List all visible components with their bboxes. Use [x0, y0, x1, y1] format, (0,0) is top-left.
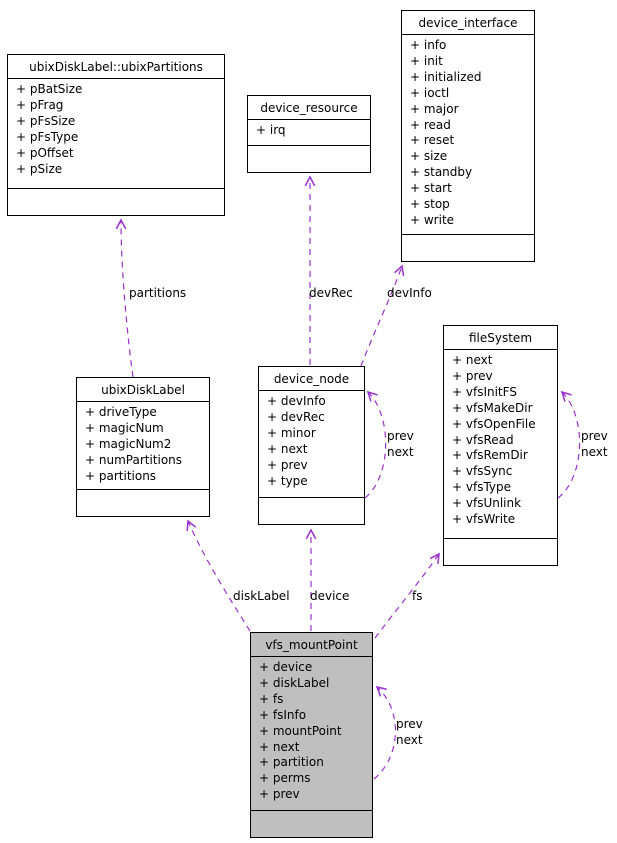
class-title: ubixDiskLabel::ubixPartitions [8, 55, 224, 79]
edge-vfs-mountpoint-self [373, 685, 396, 780]
class-node-filesystem[interactable]: fileSystem + next+ prev+ vfsInitFS+ vfsM… [443, 325, 558, 566]
class-field: + mountPoint [259, 723, 342, 738]
class-field: + ioctl [410, 85, 450, 100]
class-field: + major [410, 101, 459, 116]
class-node-ubixdisklabel[interactable]: ubixDiskLabel + driveType+ magicNum+ mag… [76, 377, 210, 517]
edge-label-vfs-mountpoint-prev-next: prev next [396, 716, 423, 748]
class-field: + size [410, 149, 448, 164]
class-field: + vfsType [452, 480, 512, 495]
class-field: + vfsRemDir [452, 448, 528, 463]
edge-label-partitions: partitions [129, 286, 187, 300]
edge-label-device-node-prev-next: prev next [387, 428, 414, 460]
class-field: + pSize [16, 161, 63, 176]
class-field: + fs [259, 691, 284, 706]
class-field: + device [259, 660, 313, 674]
class-field: + magicNum [85, 420, 164, 435]
class-fields: + device+ diskLabel+ fs+ fsInfo+ mountPo… [251, 657, 372, 811]
class-field: + pFsSize [16, 113, 76, 128]
class-field: + init [410, 53, 443, 68]
class-field: + pBatSize [16, 82, 83, 96]
class-node-device-node[interactable]: device_node + devInfo+ devRec+ minor+ ne… [258, 366, 365, 525]
edge-devinfo [360, 264, 405, 367]
class-field: + prev [267, 457, 308, 472]
edge-filesystem-self [557, 390, 581, 499]
edge-device-node-self [364, 390, 387, 499]
class-field: + diskLabel [259, 675, 330, 690]
edge-label-prev: prev [581, 429, 608, 443]
edge-label-next: next [396, 733, 423, 747]
edge-label-devrec: devRec [309, 286, 353, 300]
class-field: + write [410, 212, 455, 227]
class-field: + read [410, 117, 451, 132]
class-field: + driveType [85, 405, 157, 419]
class-title: device_interface [402, 11, 534, 35]
class-field: + pFrag [16, 97, 64, 112]
class-fields: + info+ init+ initialized+ ioctl+ major+… [402, 35, 534, 235]
class-field: + fsInfo [259, 707, 307, 722]
methods-compartment [77, 490, 209, 516]
class-title: vfs_mountPoint [251, 633, 372, 657]
class-fields: + next+ prev+ vfsInitFS+ vfsMakeDir+ vfs… [444, 350, 557, 539]
edge-label-filesystem-prev-next: prev next [581, 428, 608, 460]
methods-compartment [251, 811, 372, 837]
methods-compartment [444, 539, 557, 565]
class-field: + next [267, 441, 308, 456]
edge-label-fs: fs [412, 589, 423, 603]
class-field: + devRec [267, 409, 325, 424]
edge-label-prev: prev [396, 717, 423, 731]
class-field: + magicNum2 [85, 436, 172, 451]
class-node-vfs-mountpoint-current: vfs_mountPoint + device+ diskLabel+ fs+ … [250, 632, 373, 838]
class-field: + vfsInitFS [452, 384, 517, 399]
class-field: + minor [267, 425, 316, 440]
class-fields: + pBatSize+ pFrag+ pFsSize+ pFsType+ pOf… [8, 79, 224, 189]
class-title: device_node [259, 367, 364, 391]
class-node-device-interface[interactable]: device_interface + info+ init+ initializ… [401, 10, 535, 262]
class-field: + next [259, 739, 300, 754]
class-field: + numPartitions [85, 452, 183, 467]
class-field: + type [267, 473, 308, 488]
class-field: + start [410, 181, 452, 196]
class-field: + initialized [410, 69, 482, 84]
class-field: + pOffset [16, 145, 74, 160]
class-field: + vfsRead [452, 432, 514, 447]
class-field: + partitions [85, 468, 157, 483]
class-field: + perms [259, 771, 311, 786]
edge-label-prev: prev [387, 429, 414, 443]
class-field: + vfsWrite [452, 512, 516, 527]
class-field: + vfsUnlink [452, 496, 522, 511]
edge-label-disklabel: diskLabel [233, 589, 290, 603]
class-field: + reset [410, 133, 455, 148]
class-title: fileSystem [444, 326, 557, 350]
class-field: + pFsType [16, 129, 79, 144]
class-field: + irq [256, 123, 286, 137]
class-field: + stop [410, 197, 450, 212]
class-field: + info [410, 38, 447, 52]
edge-label-devinfo: devInfo [387, 286, 432, 300]
methods-compartment [8, 189, 224, 215]
class-field: + partition [259, 755, 324, 770]
class-fields: + devInfo+ devRec+ minor+ next+ prev+ ty… [259, 391, 364, 498]
edge-fs [374, 552, 440, 639]
class-title: ubixDiskLabel [77, 378, 209, 402]
edge-disklabel [186, 519, 251, 632]
edge-label-next: next [387, 445, 414, 459]
class-node-device-resource[interactable]: device_resource + irq [247, 95, 371, 173]
methods-compartment [402, 235, 534, 261]
class-fields: + irq [248, 120, 370, 146]
class-field: + vfsMakeDir [452, 400, 533, 415]
class-field: + next [452, 353, 493, 367]
class-title: device_resource [248, 96, 370, 120]
class-field: + vfsSync [452, 464, 513, 479]
class-field: + standby [410, 165, 473, 180]
edge-label-device: device [310, 589, 350, 603]
class-field: + prev [259, 787, 300, 802]
class-node-ubixpartitions[interactable]: ubixDiskLabel::ubixPartitions + pBatSize… [7, 54, 225, 216]
methods-compartment [259, 498, 364, 524]
class-field: + vfsOpenFile [452, 416, 536, 431]
edge-label-next: next [581, 445, 608, 459]
class-field: + devInfo [267, 394, 326, 408]
class-field: + prev [452, 368, 493, 383]
class-fields: + driveType+ magicNum+ magicNum2+ numPar… [77, 402, 209, 490]
methods-compartment [248, 146, 370, 172]
